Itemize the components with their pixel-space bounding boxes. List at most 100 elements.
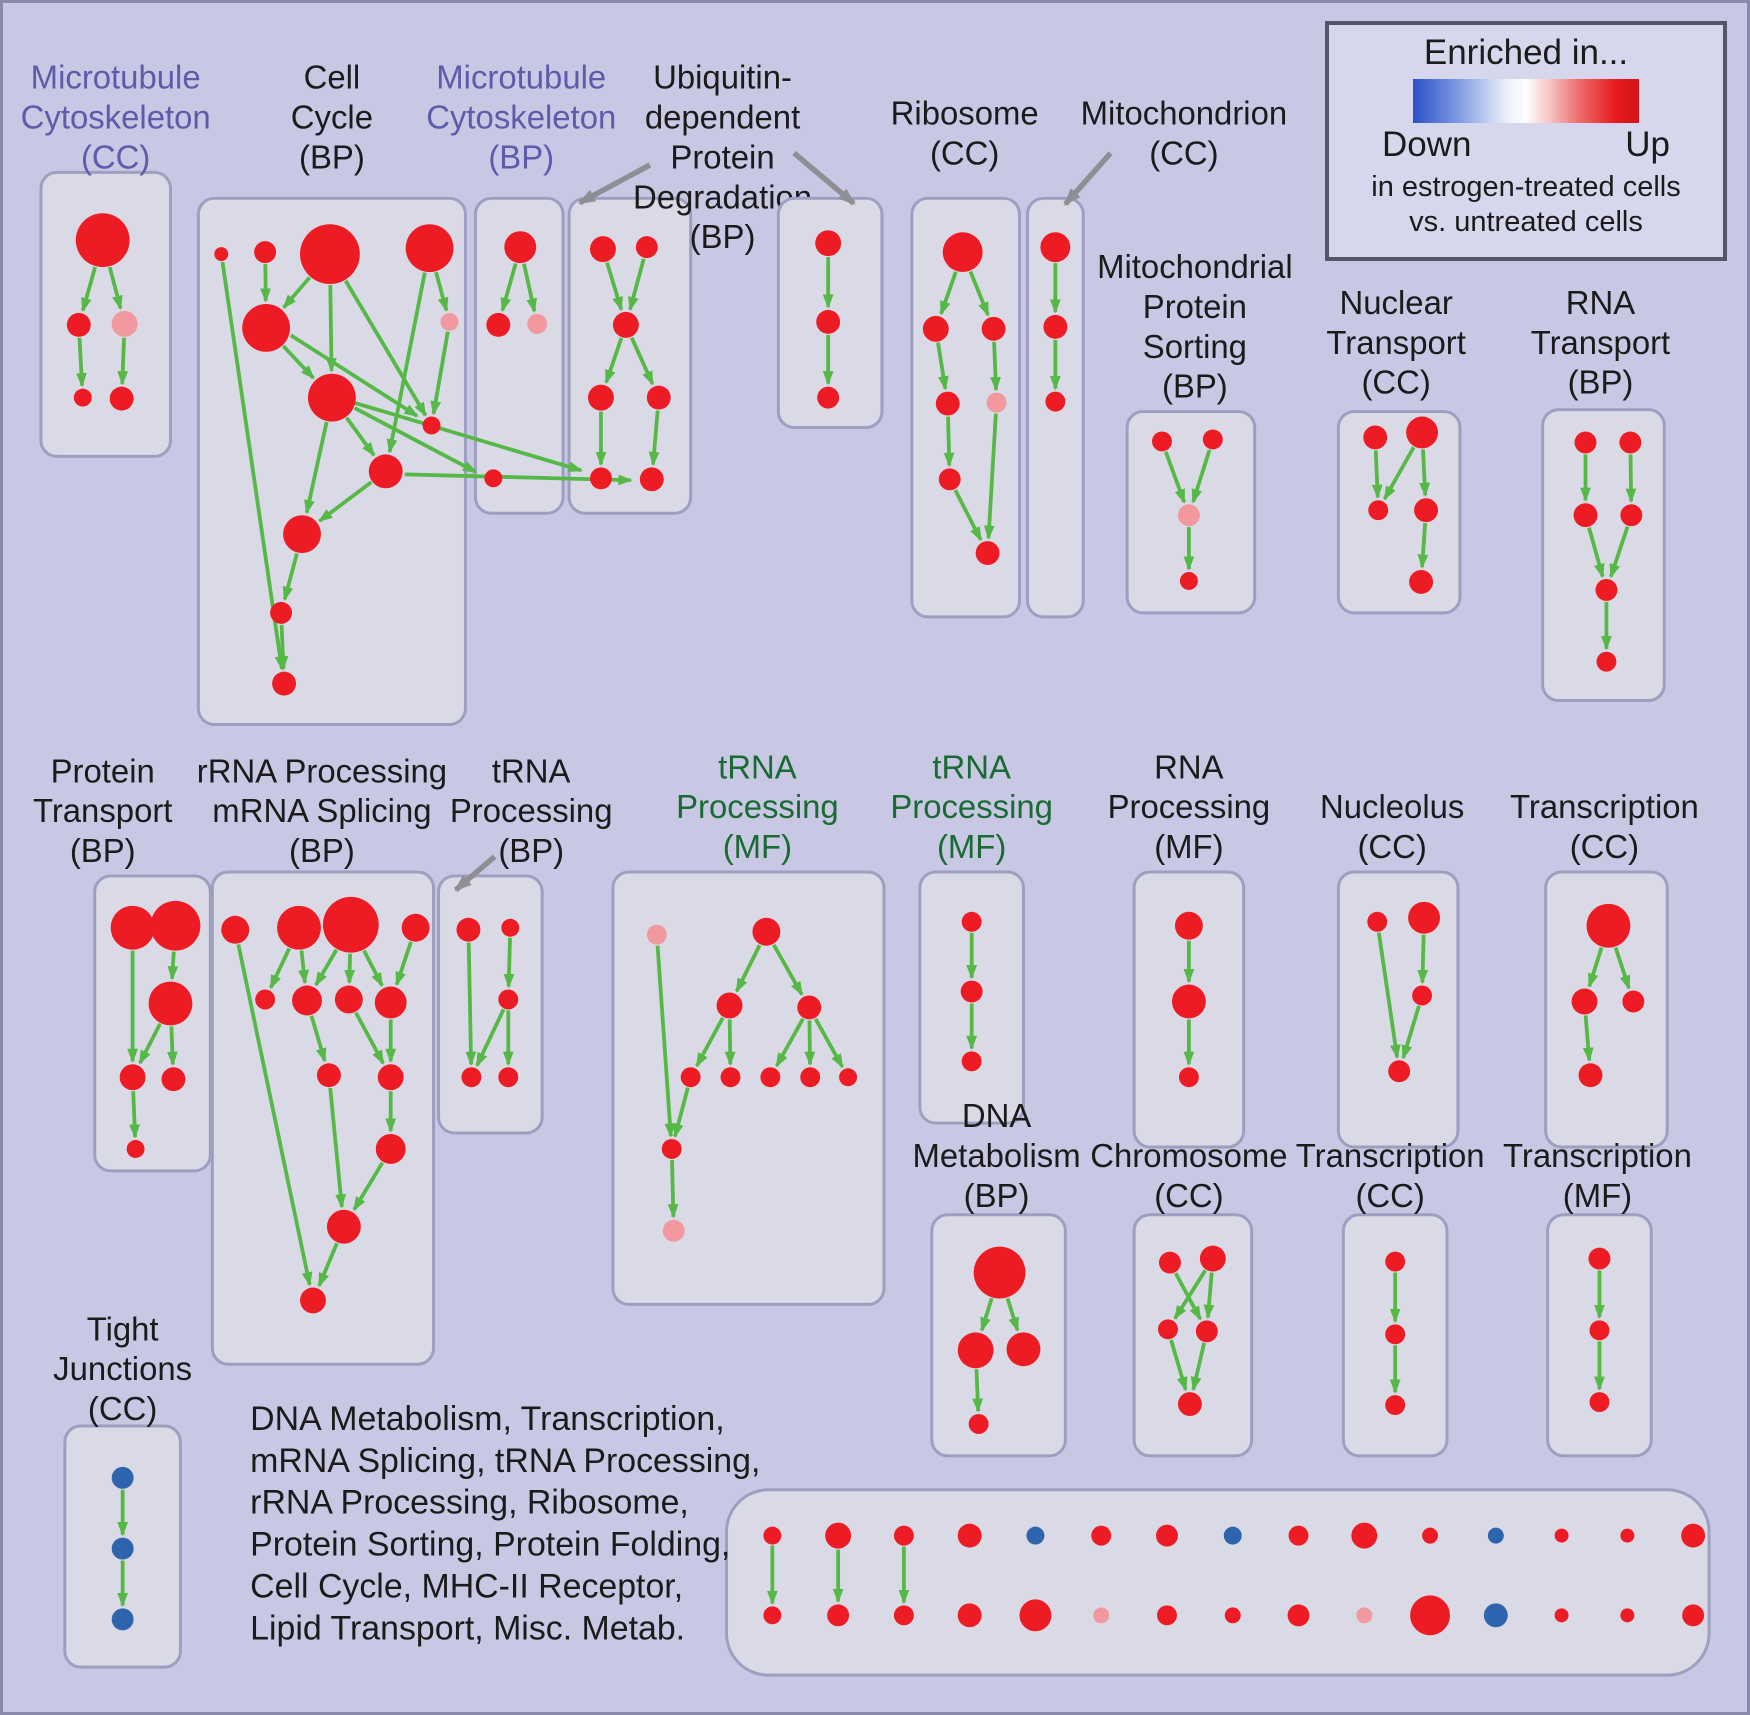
go-term-node xyxy=(111,1537,134,1560)
go-term-node xyxy=(1571,988,1598,1015)
group-label-dna-metabolism-bp: DNA xyxy=(962,1097,1031,1134)
group-label-rna-processing-mf: (MF) xyxy=(1154,828,1223,865)
misc-category-text: Cell Cycle, MHC-II Receptor, xyxy=(250,1567,683,1605)
go-term-node xyxy=(109,386,134,411)
edge-arrow xyxy=(220,261,286,671)
edge-arrow xyxy=(269,947,291,990)
edge-arrow xyxy=(325,284,337,373)
edge-arrow xyxy=(138,1023,162,1065)
edge-arrow xyxy=(166,1026,178,1067)
go-term-node xyxy=(1157,1605,1177,1626)
go-term-node xyxy=(255,989,276,1010)
go-term-node xyxy=(501,918,520,937)
group-label-microtubule-cc: Microtubule xyxy=(31,59,201,96)
go-term-node xyxy=(368,454,403,489)
edge-arrow xyxy=(1191,449,1212,504)
label-pointer-arrow xyxy=(1063,151,1113,206)
group-label-mito-protein-sorting-bp: Sorting xyxy=(1143,328,1247,365)
edge-arrow xyxy=(317,1242,339,1288)
group-label-rna-processing-mf: RNA xyxy=(1154,748,1223,785)
go-term-node xyxy=(981,316,1006,341)
go-term-node xyxy=(1589,1320,1610,1341)
edge-arrow xyxy=(1582,1015,1594,1063)
edge-arrow xyxy=(1587,947,1604,988)
edge-arrow xyxy=(1587,527,1605,579)
go-term-node xyxy=(957,1332,994,1369)
go-term-node xyxy=(75,213,130,268)
go-term-node xyxy=(1223,1526,1242,1545)
go-term-node xyxy=(1158,1319,1178,1340)
group-label-dna-metabolism-bp: (BP) xyxy=(964,1177,1030,1214)
go-term-node xyxy=(221,915,250,944)
group-box-microtubule-bp xyxy=(473,196,565,515)
edge-arrow xyxy=(1609,525,1630,579)
group-label-cell-cycle-bp: Cycle xyxy=(291,99,373,136)
group-label-tight-junctions-cc: Tight xyxy=(87,1310,159,1347)
layer-edges xyxy=(76,150,1637,1608)
go-term-node xyxy=(942,232,983,273)
group-label-microtubule-bp: (BP) xyxy=(488,138,554,175)
group-box-nuclear-transport-cc xyxy=(1336,410,1462,615)
edge-arrow xyxy=(673,1087,690,1139)
go-term-node xyxy=(825,1522,852,1549)
go-term-node xyxy=(1578,1063,1603,1088)
go-term-node xyxy=(1224,1607,1241,1624)
go-network-diagram: MicrotubuleCytoskeleton(CC)CellCycle(BP)… xyxy=(21,59,1711,1677)
go-term-node xyxy=(1351,1522,1378,1549)
edge-arrow xyxy=(1417,934,1429,985)
go-term-node xyxy=(1385,1324,1406,1345)
group-label-transcription-cc-2: Transcription xyxy=(1296,1137,1485,1174)
go-term-node xyxy=(1174,911,1203,940)
group-box-rna-transport-bp xyxy=(1541,408,1666,703)
edge-arrow xyxy=(76,337,87,388)
group-box-transcription-cc-1 xyxy=(1544,870,1669,1149)
group-label-transcription-cc-1: Transcription xyxy=(1510,788,1699,825)
group-label-trna-mf-2: (MF) xyxy=(937,828,1006,865)
edge-arrow xyxy=(318,480,373,523)
cross-edge-arrow xyxy=(289,333,419,418)
group-box-trna-bp xyxy=(437,874,544,1135)
go-term-node xyxy=(374,986,407,1019)
group-label-trna-bp: Processing xyxy=(450,792,613,829)
go-term-node xyxy=(1043,314,1068,339)
group-label-ubiquitin-bp: (BP) xyxy=(690,218,756,255)
edge-arrow xyxy=(522,263,537,313)
label-pointer-arrow xyxy=(577,162,652,206)
edge-arrow xyxy=(1173,1269,1207,1320)
cross-edge-arrow xyxy=(354,401,583,473)
go-term-node xyxy=(484,469,503,488)
go-term-node xyxy=(760,1067,781,1088)
group-label-rna-transport-bp: (BP) xyxy=(1568,364,1634,401)
go-term-node xyxy=(1026,1526,1045,1545)
edge-arrow xyxy=(953,489,983,542)
go-term-node xyxy=(961,911,982,932)
group-box-dna-metabolism-bp xyxy=(930,1213,1067,1458)
group-label-rna-transport-bp: Transport xyxy=(1531,324,1670,361)
group-label-transcription-cc-1: (CC) xyxy=(1570,828,1639,865)
go-term-node xyxy=(1045,391,1066,412)
go-term-node xyxy=(716,992,743,1019)
edge-arrow xyxy=(309,1015,327,1063)
edge-arrow xyxy=(298,950,310,985)
go-term-node xyxy=(527,313,548,334)
edge-arrow xyxy=(734,944,762,993)
edge-arrow xyxy=(936,342,949,391)
legend-up-label: Up xyxy=(1625,125,1670,164)
group-label-mito-protein-sorting-bp: (BP) xyxy=(1162,368,1228,405)
go-term-node xyxy=(405,224,454,273)
edge-arrow xyxy=(107,266,123,311)
group-label-nuclear-transport-cc: Nuclear xyxy=(1340,284,1453,321)
label-pointer-arrow xyxy=(792,150,856,206)
misc-category-text: mRNA Splicing, tRNA Processing, xyxy=(250,1442,760,1480)
edge-arrow xyxy=(394,941,413,987)
edge-arrow xyxy=(328,1087,347,1209)
group-label-mito-protein-sorting-bp: Mitochondrial xyxy=(1097,248,1293,285)
legend-endpoint-labels: Down Up xyxy=(1382,125,1670,165)
edge-arrow xyxy=(345,416,376,457)
edge-arrow xyxy=(939,271,958,316)
go-term-node xyxy=(1554,1528,1569,1543)
go-term-node xyxy=(1368,500,1389,521)
go-term-node xyxy=(646,385,671,410)
edge-arrow xyxy=(465,942,477,1067)
legend-caption-line-1: in estrogen-treated cells xyxy=(1371,171,1681,203)
